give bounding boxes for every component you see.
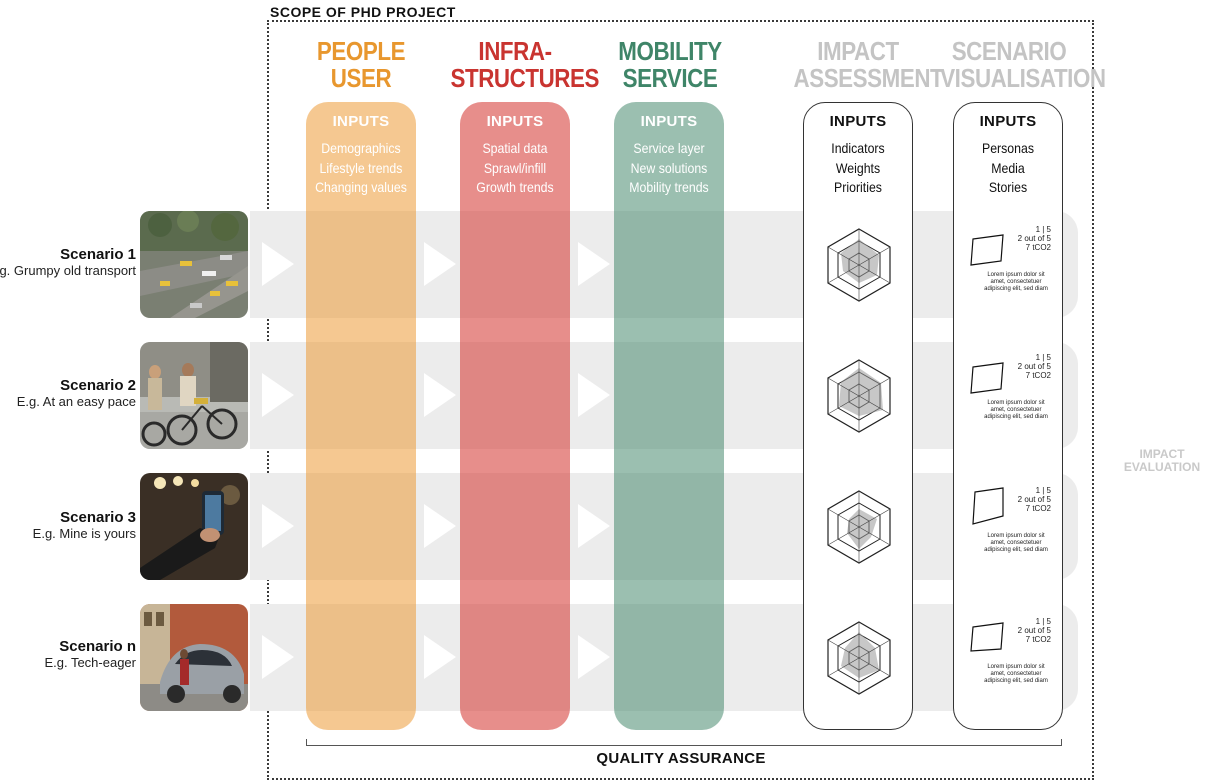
visualisation-stats: 1 | 5 2 out of 5 7 tCO2 [1017,486,1051,513]
column-heading-mobility-service: MOBILITY SERVICE [618,36,722,93]
input-item: Lifestyle trends [319,159,403,176]
visualisation-card: 1 | 5 2 out of 5 7 tCO2 Lorem ipsum dolo… [967,225,1057,320]
input-item: New solutions [630,159,708,176]
column-heading-people-user: PEOPLE USER [316,36,406,93]
scenario-photo-autonomous-car [140,604,248,711]
scenario-photo-phone [140,473,248,580]
visualisation-card: 1 | 5 2 out of 5 7 tCO2 Lorem ipsum dolo… [967,486,1057,581]
flow-arrow-icon [424,242,456,286]
quality-assurance-bracket [306,739,1062,746]
flow-arrow-icon [424,373,456,417]
input-item: Growth trends [476,179,554,195]
inputs-label: INPUTS [640,113,698,130]
radar-chart-icon [827,228,891,302]
scenario-label: Scenario 2 E.g. At an easy pace [17,377,136,409]
scenario-title: Scenario n [59,638,136,655]
input-item: Stories [988,179,1028,195]
inputs-list-infrastructures: Spatial data Sprawl/infill Growth trends [458,139,572,198]
input-item: Spatial data [482,140,548,156]
impact-evaluation-label: IMPACT EVALUATION [1123,447,1201,474]
column-mobility-service [614,102,724,730]
flow-arrow-icon [578,242,610,286]
scenario-label: Scenario 3 E.g. Mine is yours [33,509,136,541]
flow-arrow-icon [578,504,610,548]
scenario-subtitle: E.g. Mine is yours [32,526,136,541]
column-infrastructures [460,102,570,730]
inputs-label: INPUTS [979,113,1037,130]
visualisation-description: Lorem ipsum dolor sit amet, consectetuer… [984,400,1048,420]
radar-chart-icon [827,621,891,695]
column-heading-infrastructures: INFRA- STRUCTURES [450,36,600,93]
scenario-subtitle: E.g. At an easy pace [16,394,136,409]
flow-arrow-icon [424,504,456,548]
column-heading-impact-assessment: IMPACT ASSESSMENT [793,36,944,93]
visualisation-stats: 1 | 5 2 out of 5 7 tCO2 [1017,225,1051,252]
inputs-label: INPUTS [486,113,544,130]
scenario-title: Scenario 1 [60,246,136,263]
flow-arrow-icon [262,504,294,548]
inputs-list-impact-assessment: Indicators Weights Priorities [801,139,915,198]
input-item: Service layer [633,140,705,156]
input-item: Priorities [834,179,882,195]
scenario-subtitle: E.g. Grumpy old transport [0,263,136,278]
inputs-list-mobility-service: Service layer New solutions Mobility tre… [612,139,726,198]
flow-arrow-icon [578,373,610,417]
visualisation-card: 1 | 5 2 out of 5 7 tCO2 Lorem ipsum dolo… [967,353,1057,448]
media-frame-icon [970,234,1004,266]
inputs-list-people-user: Demographics Lifestyle trends Changing v… [304,139,418,198]
visualisation-stats: 1 | 5 2 out of 5 7 tCO2 [1017,617,1051,644]
scenario-title: Scenario 3 [60,509,136,526]
inputs-list-scenario-visualisation: Personas Media Stories [951,139,1065,198]
flow-arrow-icon [262,635,294,679]
input-item: Weights [835,159,881,176]
scenario-label: Scenario n E.g. Tech-eager [44,638,136,670]
input-item: Indicators [831,140,885,156]
radar-chart-icon [827,490,891,564]
media-frame-icon [972,487,1004,525]
visualisation-description: Lorem ipsum dolor sit amet, consectetuer… [984,664,1048,684]
visualisation-description: Lorem ipsum dolor sit amet, consectetuer… [984,272,1048,292]
scenario-label: Scenario 1 E.g. Grumpy old transport [0,246,136,278]
flow-arrow-icon [262,242,294,286]
inputs-label: INPUTS [829,113,887,130]
scenario-photo-cyclists [140,342,248,449]
scenario-subtitle: E.g. Tech-eager [44,655,136,670]
input-item: Sprawl/infill [483,159,547,176]
flow-arrow-icon [578,635,610,679]
input-item: Mobility trends [629,179,709,195]
radar-chart-icon [827,359,891,433]
flow-arrow-icon [262,373,294,417]
media-frame-icon [970,362,1004,394]
media-frame-icon [970,622,1004,652]
input-item: Media [991,159,1025,176]
input-item: Personas [981,140,1035,156]
scenario-title: Scenario 2 [60,377,136,394]
column-heading-scenario-visualisation: SCENARIO VISUALISATION [940,36,1106,93]
column-scenario-visualisation [953,102,1063,730]
flow-arrow-icon [424,635,456,679]
quality-assurance-label: QUALITY ASSURANCE [596,750,766,767]
visualisation-card: 1 | 5 2 out of 5 7 tCO2 Lorem ipsum dolo… [967,617,1057,712]
inputs-label: INPUTS [332,113,390,130]
column-impact-assessment [803,102,913,730]
input-item: Demographics [321,140,401,156]
visualisation-stats: 1 | 5 2 out of 5 7 tCO2 [1017,353,1051,380]
input-item: Changing values [315,179,407,195]
scope-title: SCOPE OF PHD PROJECT [270,4,456,20]
column-people-user [306,102,416,730]
visualisation-description: Lorem ipsum dolor sit amet, consectetuer… [984,533,1048,553]
scenario-photo-traffic [140,211,248,318]
